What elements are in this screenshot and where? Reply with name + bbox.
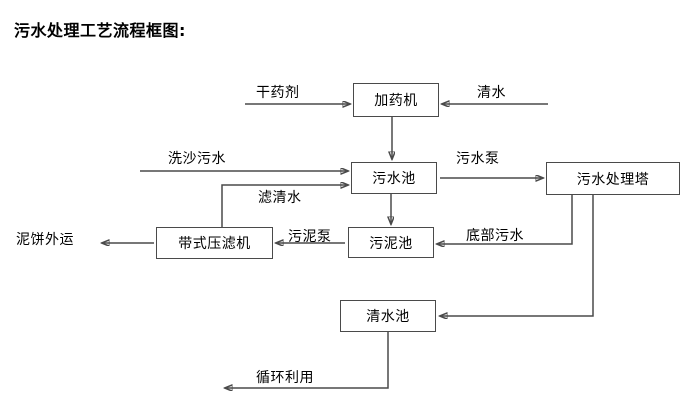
edge-label-filtrate-water: 滤清水 [258, 190, 302, 206]
edge-label-clean-water: 清水 [477, 85, 506, 101]
node-sludge-pool[interactable]: 污泥池 [348, 227, 434, 258]
node-belt-filter-press[interactable]: 带式压滤机 [156, 227, 273, 259]
edge-label-sludge-pump: 污泥泵 [288, 229, 332, 245]
edge-label-recycle-use: 循环利用 [256, 370, 314, 386]
node-clear-water-pool-label: 清水池 [366, 309, 410, 325]
edge-label-bottom-sewage: 底部污水 [466, 228, 524, 244]
node-sewage-pool[interactable]: 污水池 [351, 162, 437, 194]
edge-label-dry-reagent: 干药剂 [256, 85, 300, 101]
node-sewage-pool-label: 污水池 [372, 171, 416, 187]
node-treatment-tower[interactable]: 污水处理塔 [546, 162, 680, 195]
node-dosing-machine[interactable]: 加药机 [353, 83, 439, 117]
terminal-label-mud-cake-transport: 泥饼外运 [16, 232, 74, 248]
edge-tower-to-clear-pool [440, 195, 594, 316]
edge-label-sewage-pump: 污水泵 [456, 151, 500, 167]
edge-label-sand-wash-wastewater: 洗沙污水 [168, 151, 226, 167]
node-belt-filter-press-label: 带式压滤机 [178, 236, 251, 252]
node-dosing-machine-label: 加药机 [374, 93, 418, 109]
node-clear-water-pool[interactable]: 清水池 [340, 300, 436, 332]
node-treatment-tower-label: 污水处理塔 [576, 171, 650, 188]
node-sludge-pool-label: 污泥池 [369, 235, 413, 252]
page-title: 污水处理工艺流程框图: [14, 21, 186, 40]
